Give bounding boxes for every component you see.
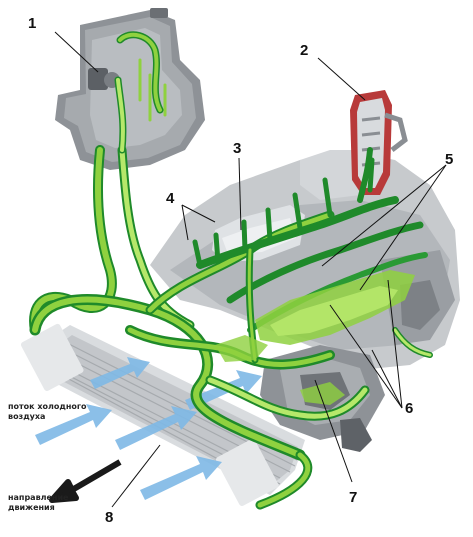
direction-line-2: движения [8, 502, 55, 512]
cold-air-flow-line-1: поток холодного [8, 402, 87, 411]
callout-numbers: 1 2 3 4 5 6 7 8 [28, 15, 453, 526]
cold-air-flow-line-2: воздуха [8, 411, 46, 421]
callout-1: 1 [28, 15, 36, 32]
coolant-pipes [29, 145, 433, 510]
turbocharger [350, 90, 408, 195]
direction-caption: направление движения [8, 493, 68, 512]
callout-4: 4 [166, 190, 175, 207]
callout-7: 7 [349, 489, 357, 506]
cold-air-flow-caption: поток холодного воздуха [8, 402, 87, 421]
callout-2: 2 [300, 42, 308, 59]
callout-5: 5 [445, 151, 453, 168]
heat-exchanger [212, 205, 305, 262]
leader-lines [54, 31, 447, 508]
tank-flow [114, 31, 167, 154]
expansion-tank [55, 8, 205, 170]
direction-arrow [49, 459, 122, 503]
callout-8: 8 [105, 509, 113, 526]
callout-6: 6 [405, 400, 413, 417]
callout-3: 3 [233, 140, 241, 157]
direction-line-1: направление [8, 493, 69, 502]
